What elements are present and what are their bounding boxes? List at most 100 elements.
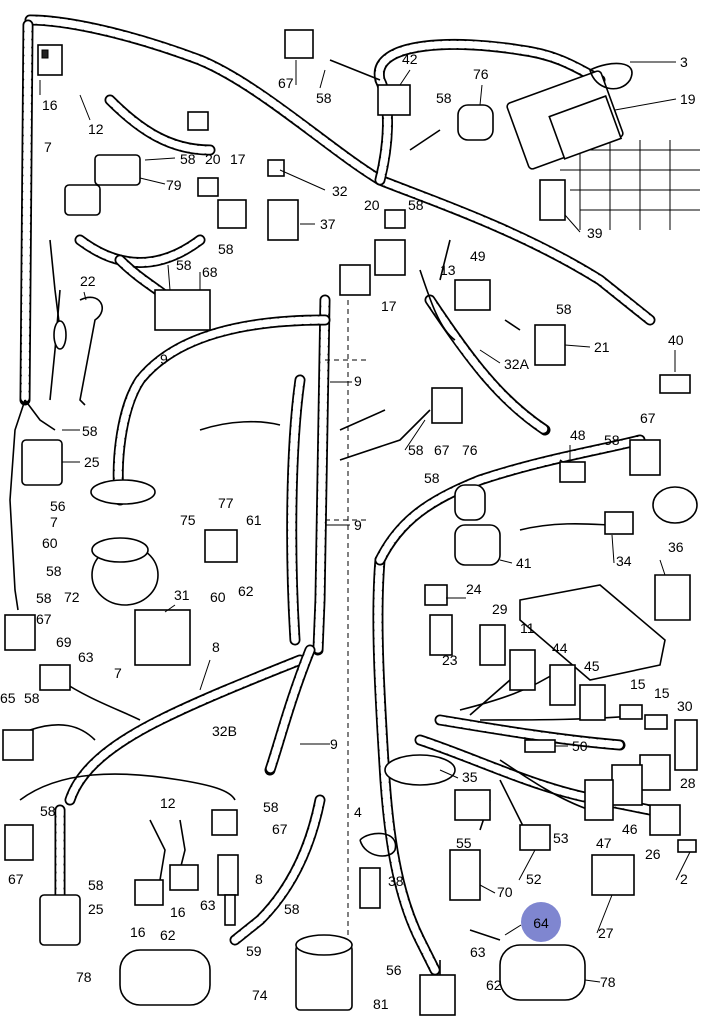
ecu-tray (506, 62, 700, 230)
bracket-22 (79, 296, 103, 406)
callout-label: 58 (176, 257, 192, 273)
relay-block (339, 264, 371, 296)
ecu-connector (548, 95, 623, 160)
callout-label: 40 (668, 332, 684, 348)
highlight-label[interactable]: 64 (533, 915, 549, 931)
hose-13 (419, 269, 456, 341)
callout-label: 17 (230, 151, 246, 167)
callout-label: 67 (36, 611, 52, 627)
reference-lines (325, 300, 370, 1000)
connector-17-top (217, 199, 247, 229)
callout-label: 58 (46, 563, 62, 579)
callout-label: 61 (246, 512, 262, 528)
callout-label: 15 (654, 685, 670, 701)
connector-79b (64, 184, 101, 216)
clip-50 (524, 739, 556, 753)
callout-label: 44 (552, 640, 568, 656)
callout-label: 30 (677, 698, 693, 714)
callout-label: 58 (284, 901, 300, 917)
connector-41 (454, 524, 501, 566)
harness-bundles (19, 14, 656, 976)
callout-label: 19 (680, 91, 696, 107)
callout-label: 48 (570, 427, 586, 443)
callout-label: 9 (160, 351, 168, 367)
sensor-25-top (21, 439, 63, 486)
connector-68 (154, 289, 211, 331)
callout-label: 58 (88, 877, 104, 893)
callout-label: 74 (252, 987, 268, 1003)
callout-label: 62 (160, 927, 176, 943)
connector-67-top (284, 29, 314, 59)
callout-label: 58 (424, 470, 440, 486)
relay-15b (644, 714, 668, 730)
callout-label: 59 (246, 943, 262, 959)
callout-label: 78 (600, 974, 616, 990)
callout-label: 68 (202, 264, 218, 280)
highlight-circle[interactable] (521, 902, 561, 942)
callout-label: 58 (40, 803, 56, 819)
callout-label: 2 (680, 871, 688, 887)
relay-27 (591, 854, 635, 896)
callout-label: 58 (24, 690, 40, 706)
callout-label: 72 (64, 589, 80, 605)
bracket-31 (134, 609, 191, 666)
connector-77 (204, 529, 238, 563)
callout-label: 58 (263, 799, 279, 815)
connector-67-center (211, 809, 238, 836)
connector-16a (134, 879, 164, 906)
clip-24 (424, 584, 448, 606)
callout-label: 50 (572, 738, 588, 754)
callout-label: 23 (442, 652, 458, 668)
callout-label: 9 (330, 736, 338, 752)
callout-label: 31 (174, 587, 190, 603)
callout-label: 69 (56, 634, 72, 650)
callout-label: 58 (218, 241, 234, 257)
callout-label: 67 (272, 821, 288, 837)
relay-46 (611, 764, 643, 806)
callout-label: 24 (466, 581, 482, 597)
callout-label: 7 (50, 514, 58, 530)
callout-label: 26 (645, 846, 661, 862)
callout-label: 15 (630, 676, 646, 692)
callout-label: 58 (408, 442, 424, 458)
callout-label: 49 (470, 248, 486, 264)
callout-label: 17 (381, 298, 397, 314)
callout-label: 20 (205, 151, 221, 167)
callout-label: 12 (160, 795, 176, 811)
callout-label: 70 (497, 884, 513, 900)
callout-label: 8 (212, 639, 220, 655)
callout-label: 16 (130, 924, 146, 940)
callout-label: 67 (278, 75, 294, 91)
callout-label: 63 (78, 649, 94, 665)
callout-label: 67 (8, 871, 24, 887)
sensor-76-top (457, 104, 494, 141)
callout-label: 20 (364, 197, 380, 213)
callout-label: 78 (76, 969, 92, 985)
connector-65 (2, 729, 34, 761)
connector-67-mid (431, 387, 463, 424)
callout-label: 42 (402, 51, 418, 67)
callout-label: 32A (504, 356, 530, 372)
callout-label: 36 (668, 539, 684, 555)
callout-label: 75 (180, 512, 196, 528)
callout-label: 32B (212, 723, 237, 739)
clip-2 (677, 839, 697, 853)
bracket-36 (654, 574, 691, 621)
callout-label: 67 (640, 410, 656, 426)
callout-label: 21 (594, 339, 610, 355)
callout-label: 52 (526, 871, 542, 887)
callout-label: 60 (210, 589, 226, 605)
connector-52 (519, 824, 551, 851)
sensor-79 (94, 154, 141, 186)
connector-67-bottom-left (4, 824, 34, 861)
sensor-78-right (499, 944, 586, 1001)
callout-label: 25 (84, 454, 100, 470)
callout-label: 7 (114, 665, 122, 681)
highlight-callout-64[interactable]: 64 (504, 902, 561, 942)
clip-23 (429, 614, 453, 656)
callout-label: 9 (354, 373, 362, 389)
callout-label: 53 (553, 830, 569, 846)
sensor-78-left (119, 949, 211, 1006)
callout-label: 27 (598, 925, 614, 941)
callout-label: 58 (82, 423, 98, 439)
